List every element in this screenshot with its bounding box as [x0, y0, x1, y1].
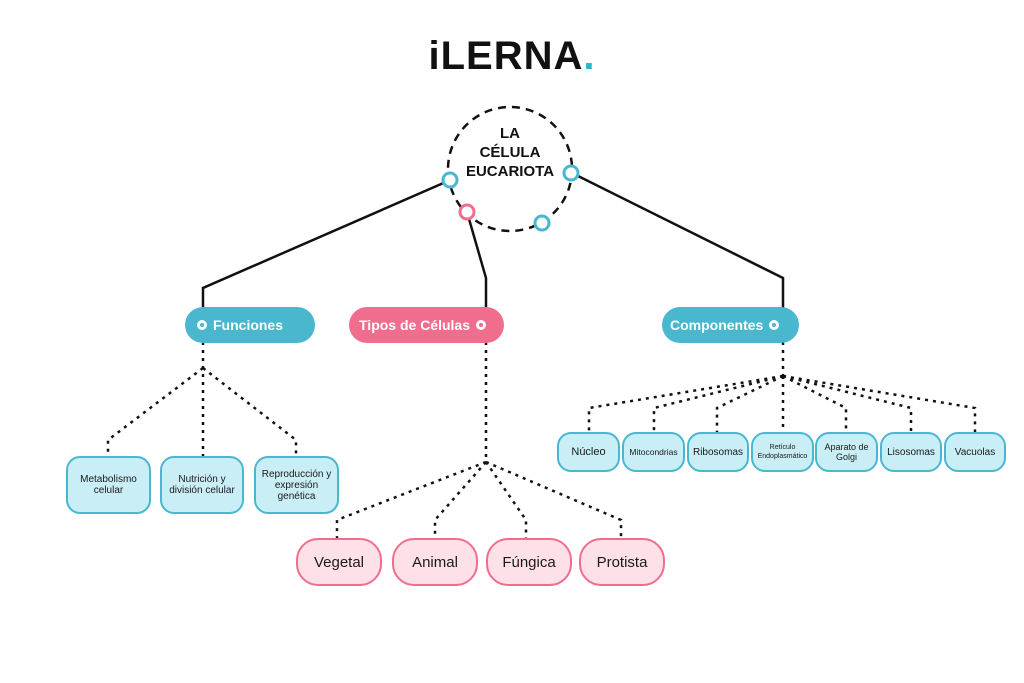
dotted-componentes-ribosomas [715, 374, 784, 432]
dotted-componentes-mitocondrias [652, 374, 784, 432]
root-line-3: EUCARIOTA [465, 163, 555, 180]
node-vegetal[interactable]: Vegetal [296, 538, 382, 586]
connector-componentes [571, 171, 785, 310]
dotted-componentes-nucleo [587, 374, 784, 432]
ring-funciones-connector [441, 171, 459, 189]
dotted-componentes-vacuolas [782, 374, 977, 432]
node-ribosomas[interactable]: Ribosomas [687, 432, 749, 472]
branch-componentes[interactable]: Componentes [662, 307, 799, 343]
dotted-tipos-vegetal [335, 460, 487, 538]
node-lisosomas[interactable]: Lisosomas [880, 432, 942, 472]
root-line-1: LA [500, 125, 520, 142]
node-reproduccion-expresion-genetica[interactable]: Reproducción y expresión genética [254, 456, 339, 514]
branch-funciones-label: Funciones [213, 317, 284, 333]
branch-knob-icon [197, 320, 207, 330]
node-fungica[interactable]: Fúngica [486, 538, 572, 586]
dotted-funciones-reproduccion [202, 367, 298, 456]
connector-funciones [201, 179, 449, 310]
dotted-tipos-protista [485, 460, 623, 538]
dotted-funciones-metabolismo [106, 367, 204, 456]
branch-knob-icon [476, 320, 486, 330]
node-mitocondrias[interactable]: Mitocondrias [622, 432, 685, 472]
node-reticulo-endoplasmatico[interactable]: Retículo Endoplasmático [751, 432, 814, 472]
dotted-tipos-animal [433, 461, 487, 538]
node-nucleo[interactable]: Núcleo [557, 432, 620, 472]
node-nutricion-division-celular[interactable]: Nutrición y división celular [160, 456, 244, 514]
node-metabolismo-celular[interactable]: Metabolismo celular [66, 456, 151, 514]
branch-tipos-de-celulas[interactable]: Tipos de Células [349, 307, 504, 343]
root-line-2: CÉLULA [479, 144, 541, 161]
branch-funciones[interactable]: Funciones [185, 307, 315, 343]
node-vacuolas[interactable]: Vacuolas [944, 432, 1006, 472]
ring-tipos-connector [458, 203, 476, 221]
connector-tipos [465, 211, 488, 310]
ring-extra-connector [533, 214, 551, 232]
node-aparato-de-golgi[interactable]: Aparato de Golgi [815, 432, 878, 472]
node-protista[interactable]: Protista [579, 538, 665, 586]
branch-componentes-label: Componentes [670, 317, 764, 333]
branch-tipos-label: Tipos de Células [359, 317, 470, 333]
dotted-tipos-fungica [484, 461, 528, 538]
ilerna-logo: iLERNA. [428, 34, 596, 78]
root-node-label: LA CÉLULA EUCARIOTA [452, 124, 568, 181]
branch-knob-icon [769, 320, 780, 330]
ring-componentes-connector [562, 164, 580, 182]
node-animal[interactable]: Animal [392, 538, 478, 586]
dotted-componentes-lisosomas [782, 374, 913, 432]
